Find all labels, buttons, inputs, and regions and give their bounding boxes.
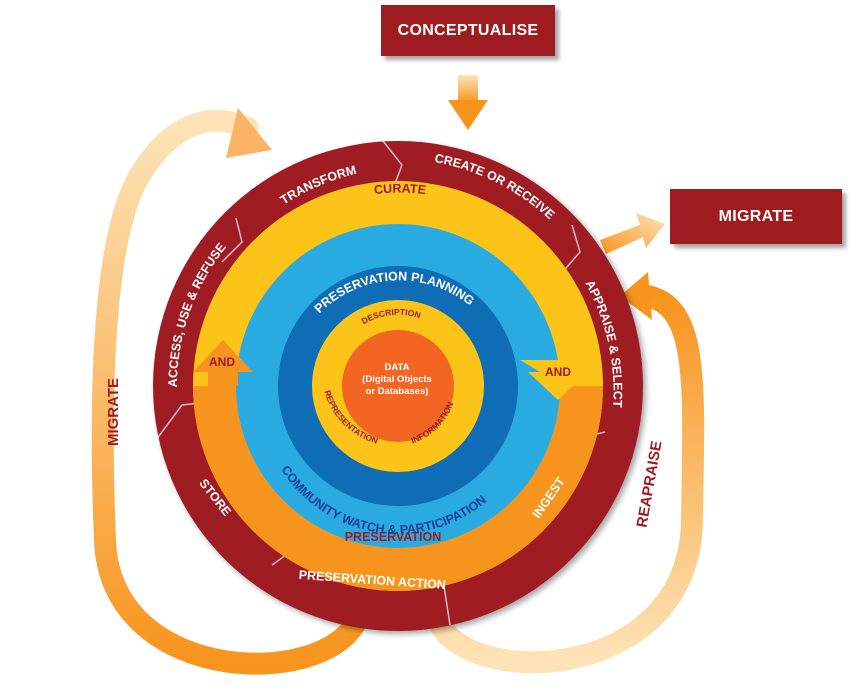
label-migrate-loop: MIGRATE — [105, 378, 122, 446]
core-line-3: or Databases) — [366, 386, 429, 397]
conceptualise-box: CONCEPTUALISE — [381, 5, 555, 56]
conceptualise-down-arrow — [448, 75, 488, 130]
and-arrow-right: AND — [520, 360, 588, 400]
migrate-out-arrow — [600, 213, 665, 254]
core-line-2: (Digital Objects — [362, 374, 432, 385]
migrate-loop-arrow — [91, 108, 371, 675]
label-curate: CURATE — [373, 181, 427, 197]
migrate-box: MIGRATE — [670, 189, 842, 244]
reappraise-loop-arrow — [424, 272, 705, 674]
preservation-ring-half — [193, 386, 603, 591]
and-right-label: AND — [545, 365, 571, 379]
data-core — [342, 330, 454, 442]
label-reappraise-loop: REAPRAISE — [634, 440, 666, 529]
migrate-loop-arrowhead — [226, 108, 272, 158]
label-preservation: PRESERVATION — [345, 530, 442, 544]
and-arrow-left: AND — [193, 340, 253, 386]
svg-text:CURATE: CURATE — [373, 181, 427, 197]
reappraise-loop-arrowhead — [620, 272, 652, 320]
and-left-label: AND — [209, 355, 235, 369]
core-line-1: DATA — [385, 362, 410, 373]
